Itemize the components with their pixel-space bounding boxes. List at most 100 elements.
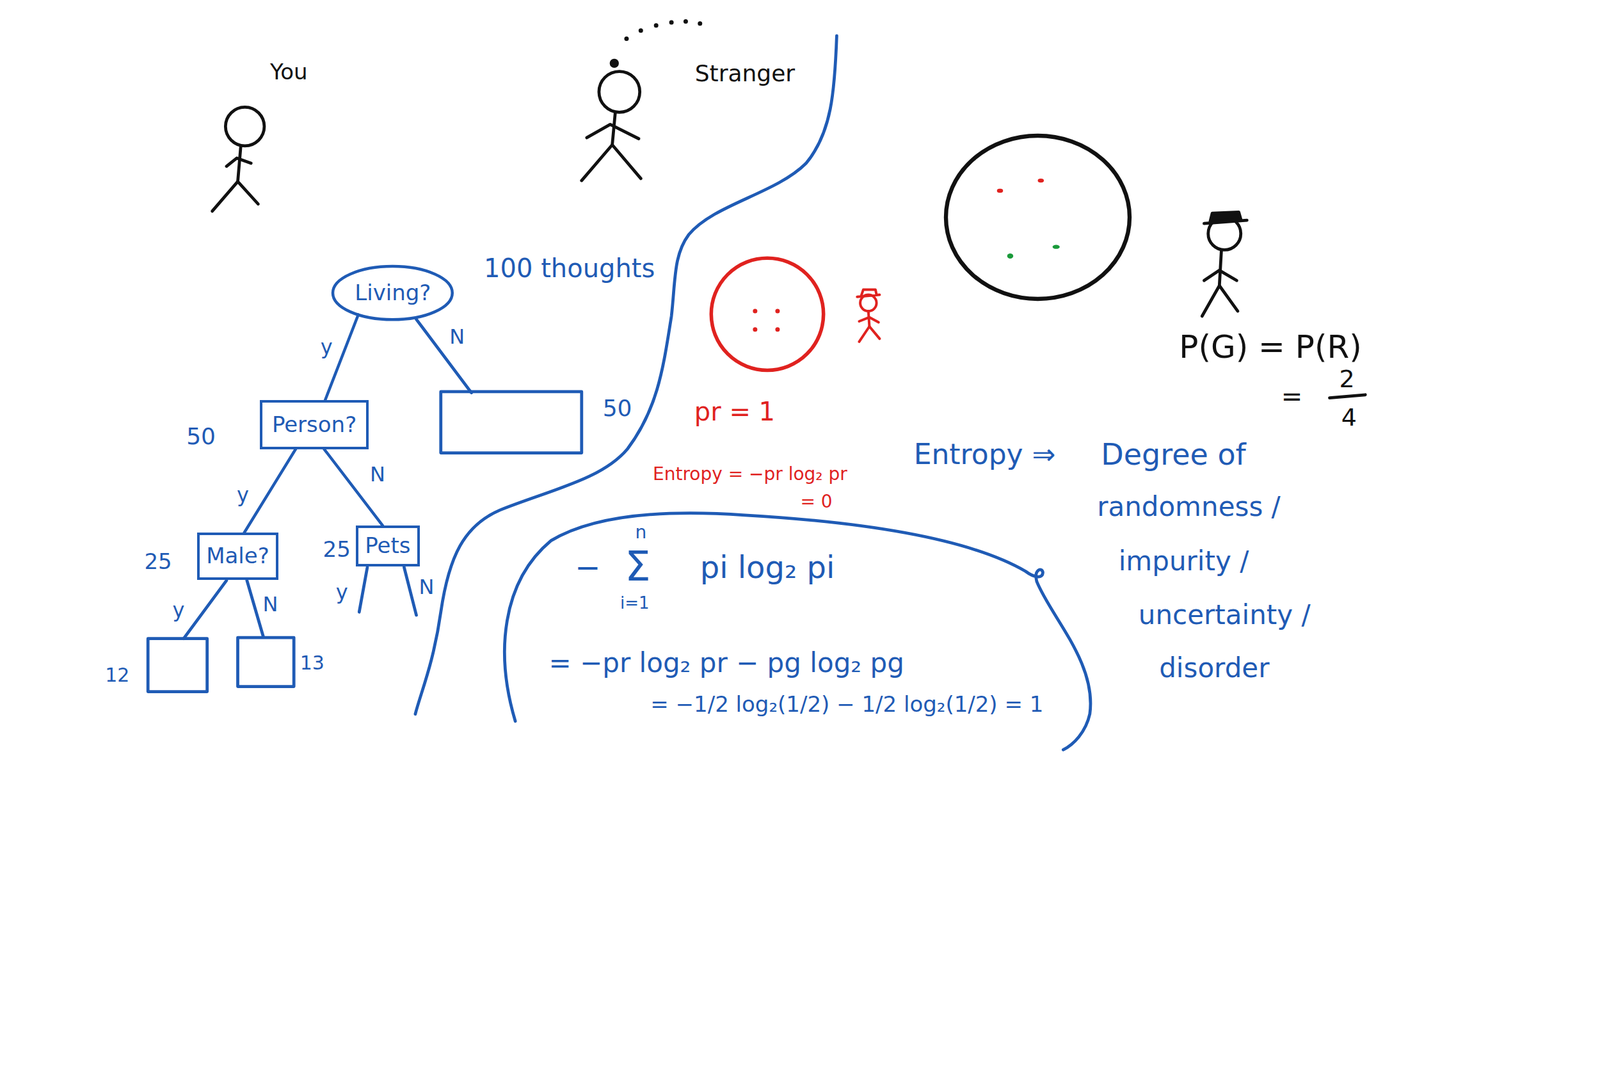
formula-text: = −pr log₂ pr − pg log₂ pg bbox=[549, 649, 905, 677]
stick-figure-arms bbox=[226, 158, 251, 167]
count-label: 100 thoughts bbox=[483, 255, 655, 281]
red-marble bbox=[775, 309, 780, 314]
stick-figure-arms bbox=[858, 317, 879, 323]
hat-figure bbox=[1201, 211, 1247, 317]
marble-jar bbox=[945, 135, 1130, 299]
person-label: You bbox=[270, 60, 308, 83]
count-label: 50 bbox=[186, 424, 216, 448]
count-label: 12 bbox=[104, 665, 130, 685]
mixed-jar bbox=[945, 135, 1130, 299]
formula-text: P(G) = P(R) bbox=[1178, 330, 1362, 363]
red-marble bbox=[775, 327, 780, 332]
formula-text: = bbox=[1281, 383, 1304, 409]
note-text: impurity / bbox=[1118, 547, 1250, 575]
stick-figure-arms bbox=[1203, 270, 1237, 281]
decision-ellipse: Living? bbox=[330, 264, 455, 322]
formula-text: i=1 bbox=[620, 594, 650, 612]
thought-dot bbox=[624, 36, 629, 41]
leaf-box bbox=[237, 637, 294, 687]
branch-label: N bbox=[418, 576, 434, 598]
count-label: 13 bbox=[300, 653, 325, 673]
formula-text: pr = 1 bbox=[694, 398, 776, 425]
red-figure bbox=[856, 289, 880, 342]
question-box: Male? bbox=[197, 532, 279, 580]
tree-branch-line bbox=[247, 580, 264, 637]
thought-dot bbox=[683, 19, 688, 24]
stick-figure-legs bbox=[1201, 285, 1238, 317]
stick-figure-arms bbox=[586, 124, 639, 139]
thought-dot bbox=[697, 21, 703, 26]
tree-branch-line bbox=[403, 567, 416, 616]
you-figure bbox=[212, 106, 265, 212]
branch-label: y bbox=[336, 581, 349, 603]
leaf-box bbox=[440, 391, 582, 454]
divider-curve bbox=[415, 35, 837, 715]
pure-jar bbox=[711, 257, 824, 370]
tree-sketch bbox=[147, 319, 582, 692]
marble-jar bbox=[711, 257, 824, 370]
formula-text: = −1/2 log₂(1/2) − 1/2 log₂(1/2) = 1 bbox=[650, 693, 1044, 715]
red-marble bbox=[752, 327, 758, 332]
note-text: disorder bbox=[1159, 654, 1270, 682]
tree-branch bbox=[323, 449, 383, 527]
red-marble bbox=[752, 309, 758, 314]
note-text: uncertainty / bbox=[1138, 601, 1311, 629]
stick-figure-hat bbox=[856, 289, 880, 297]
person-label: Stranger bbox=[695, 62, 795, 86]
thought-dot bbox=[609, 58, 619, 68]
thought-dot bbox=[654, 23, 659, 28]
stick-figure-body bbox=[1219, 249, 1222, 286]
count-label: 25 bbox=[144, 550, 172, 573]
thought-dots bbox=[609, 19, 703, 68]
node-text: Living? bbox=[354, 280, 431, 306]
stick-figure-hat bbox=[1210, 211, 1241, 221]
green-marble bbox=[1052, 244, 1060, 249]
stick-figure-head bbox=[599, 71, 640, 113]
branch-label: y bbox=[172, 599, 185, 621]
node-text: Pets bbox=[364, 533, 411, 559]
leaf-box bbox=[147, 638, 207, 692]
tree-branch-line bbox=[359, 567, 368, 612]
note-text: Entropy ⇒ bbox=[913, 440, 1056, 469]
formula-text: − bbox=[574, 551, 601, 583]
count-label: 25 bbox=[323, 538, 351, 560]
red-marble bbox=[997, 188, 1004, 193]
formula-text: Σ bbox=[624, 545, 651, 587]
formula-text: pi log₂ pi bbox=[700, 551, 836, 583]
tree-branch bbox=[244, 449, 296, 534]
green-marble bbox=[1007, 253, 1014, 259]
stick-figure-head bbox=[225, 106, 265, 146]
tree-branch-line bbox=[183, 580, 227, 639]
branch-label: y bbox=[318, 336, 335, 358]
question-box: Person? bbox=[259, 400, 370, 450]
ellipse-outline bbox=[332, 266, 453, 320]
tree-branch-line bbox=[416, 319, 472, 393]
note-text: Degree of bbox=[1100, 439, 1246, 470]
formula-text: Entropy = −pr log₂ pr bbox=[652, 465, 848, 484]
stick-figure-legs bbox=[858, 326, 880, 342]
branch-label: N bbox=[263, 593, 279, 615]
stick-figure-legs bbox=[581, 144, 641, 181]
branch-label: N bbox=[368, 464, 388, 485]
tree-branch bbox=[325, 314, 359, 400]
note-text: randomness / bbox=[1096, 493, 1281, 521]
thought-dot bbox=[638, 28, 644, 33]
stick-figure-legs bbox=[212, 181, 259, 212]
formula-text: n bbox=[634, 523, 647, 542]
red-marble bbox=[1037, 178, 1044, 183]
stranger-figure bbox=[581, 71, 641, 182]
bracket-curve bbox=[504, 513, 1091, 751]
node-text: Male? bbox=[206, 543, 270, 569]
fraction-number: 4 bbox=[1341, 405, 1357, 430]
formula-text: = 0 bbox=[800, 492, 832, 511]
branch-label: y bbox=[234, 484, 251, 505]
branch-label: N bbox=[449, 326, 465, 347]
thought-dot bbox=[669, 20, 674, 25]
stick-figure-body bbox=[612, 112, 616, 145]
stick-figure-body bbox=[237, 145, 241, 182]
node-text: Person? bbox=[272, 412, 357, 438]
fraction-number: 2 bbox=[1338, 366, 1355, 392]
count-label: 50 bbox=[602, 396, 633, 420]
fraction-bar bbox=[1329, 394, 1366, 399]
question-box: Pets bbox=[355, 525, 420, 567]
